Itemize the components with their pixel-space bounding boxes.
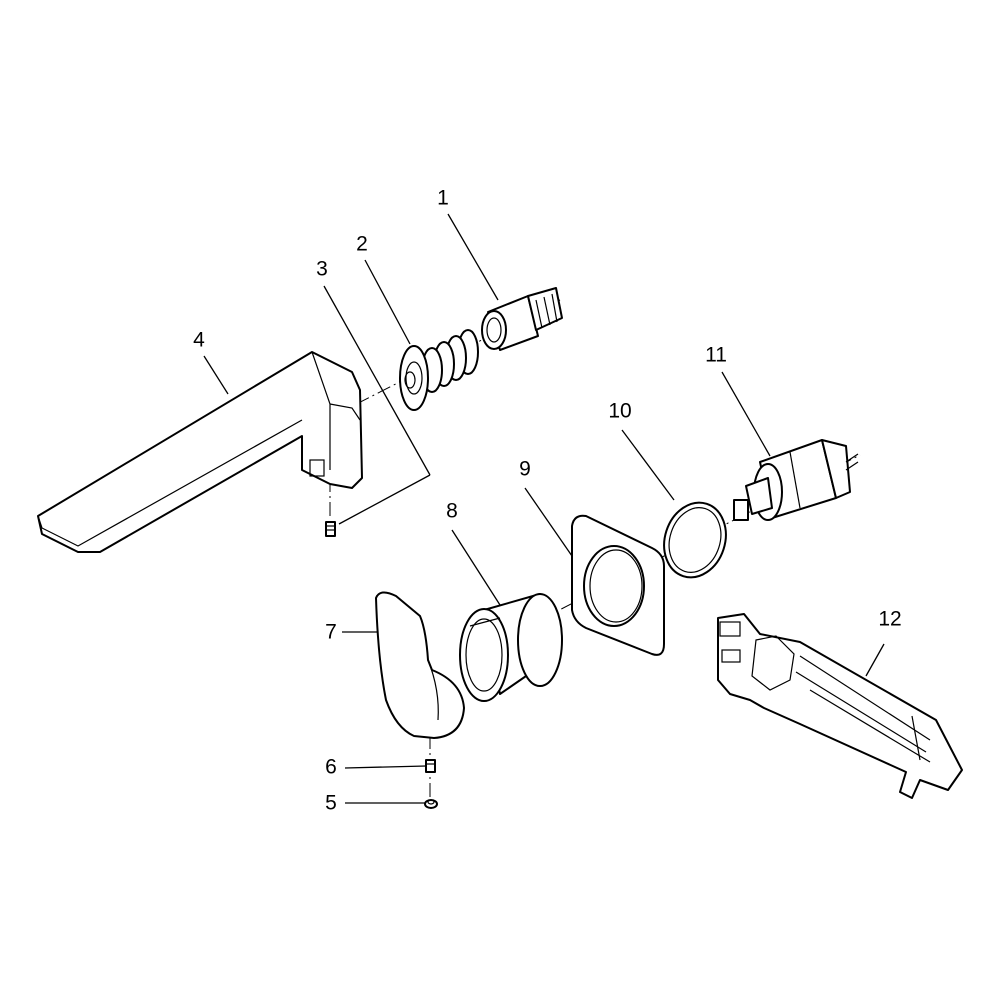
callout-12: 12 [878, 608, 901, 631]
callout-10: 10 [608, 400, 631, 423]
callout-labels: 1 2 3 4 5 6 7 8 9 10 11 12 [193, 187, 902, 815]
callout-7: 7 [325, 621, 337, 644]
threaded-nipple-part [481, 287, 563, 351]
grub-screw-part [325, 521, 336, 537]
spout-part [37, 351, 363, 553]
lever-handle-part [375, 591, 465, 739]
spout-logo-mark [309, 459, 325, 477]
assembly-tool-part [717, 613, 963, 799]
escutcheon-plate-part [571, 514, 665, 656]
cartridge-part [733, 439, 859, 521]
callout-3: 3 [316, 258, 328, 281]
callout-11: 11 [705, 344, 727, 367]
callout-6: 6 [325, 756, 337, 779]
cover-cap-part [424, 799, 438, 809]
callout-5: 5 [325, 792, 337, 815]
callout-9: 9 [519, 458, 531, 481]
callout-4: 4 [193, 329, 205, 352]
handle-screw-part [425, 759, 436, 773]
mounting-adapter-part [399, 329, 479, 411]
o-ring-part [663, 501, 727, 579]
sleeve-part [459, 593, 563, 702]
callout-8: 8 [446, 500, 458, 523]
callout-1: 1 [437, 187, 449, 210]
callout-2: 2 [356, 233, 368, 256]
leader-lines [203, 213, 885, 804]
